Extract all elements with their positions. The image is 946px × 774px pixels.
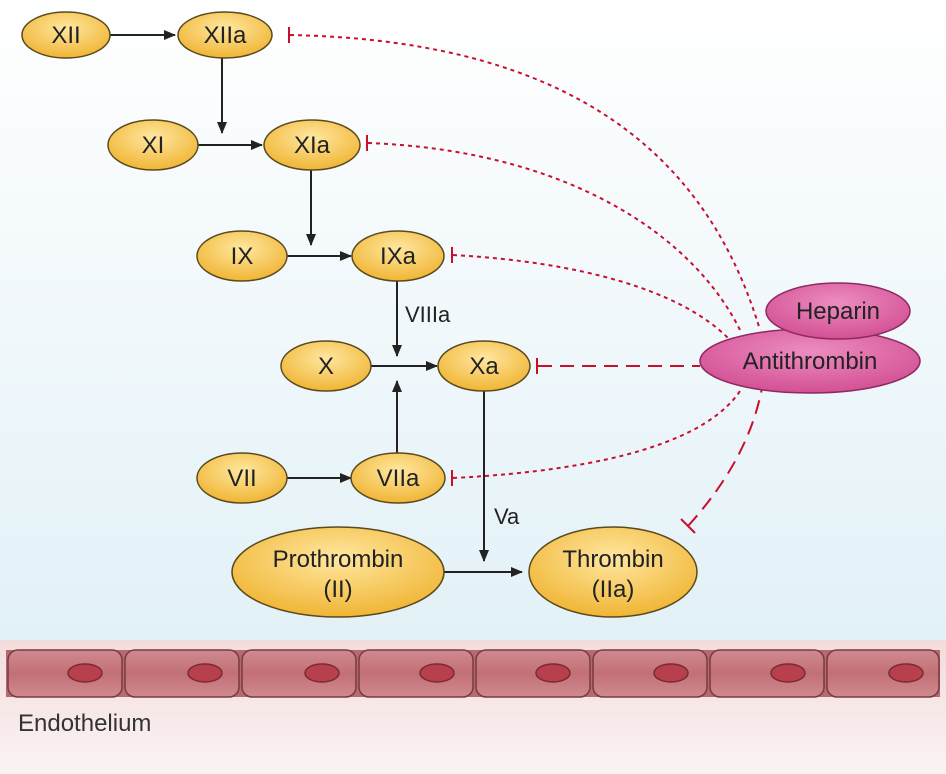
inhibition-lines (288, 27, 763, 534)
cell-nucleus (653, 663, 689, 683)
inhibit-viia-line (452, 387, 743, 479)
factor-xi-node (107, 119, 199, 171)
factor-xia-node (263, 119, 361, 171)
endothelial-cell (592, 649, 708, 698)
endothelial-cell (124, 649, 240, 698)
factor-viia-label: VIIa (377, 465, 420, 492)
endothelial-cell (241, 649, 357, 698)
thrombin-node (528, 526, 698, 618)
factor-xa-node (437, 340, 531, 392)
endothelial-cell (709, 649, 825, 698)
cell-nucleus (67, 663, 103, 683)
va-cofactor-label: Va (494, 504, 520, 529)
factor-xia-label: XIa (294, 132, 331, 159)
endothelium-label: Endothelium (18, 710, 151, 737)
antithrombin-label: Antithrombin (743, 348, 878, 375)
endothelial-cells (7, 649, 940, 698)
inhibit-xia-line (367, 142, 741, 331)
factor-x-node (280, 340, 372, 392)
factor-labels: XII XIIa XI XIa IX IXa X Xa VII VIIa Pro… (51, 22, 663, 603)
inhibit-thrombin-bar (680, 518, 696, 534)
inhibit-xiia-line (289, 34, 761, 331)
factor-xi-label: XI (142, 132, 165, 159)
factor-vii-label: VII (227, 465, 256, 492)
factor-xii-label: XII (51, 22, 80, 49)
endothelium-layer (6, 649, 940, 698)
activation-arrows (110, 30, 523, 577)
cell-nuclei (67, 663, 924, 683)
endothelial-cell (826, 649, 940, 698)
factor-xa-label: Xa (469, 353, 499, 380)
factor-x-label: X (318, 353, 334, 380)
factor-ix-node (196, 230, 288, 282)
factor-xiia-node (177, 11, 273, 59)
viiia-cofactor-label: VIIIa (405, 302, 451, 327)
factor-xii-node (21, 11, 111, 59)
inhibit-ixa-line (452, 254, 729, 339)
heparin-ellipse (765, 282, 911, 340)
thrombin-label: Thrombin (562, 546, 663, 573)
cell-nucleus (770, 663, 806, 683)
prothrombin-label: Prothrombin (273, 546, 404, 573)
endothelial-cell (7, 649, 123, 698)
prothrombin-node (231, 526, 445, 618)
thrombin-subtitle: (IIa) (592, 576, 635, 603)
factor-xiia-label: XIIa (204, 22, 247, 49)
endothelial-cell (475, 649, 591, 698)
factor-ixa-label: IXa (380, 243, 417, 270)
cell-nucleus (535, 663, 571, 683)
cell-nucleus (304, 663, 340, 683)
cell-nucleus (888, 663, 924, 683)
factor-vii-node (196, 452, 288, 504)
prothrombin-subtitle: (II) (323, 576, 352, 603)
factor-ix-label: IX (231, 243, 254, 270)
endothelial-cell (358, 649, 474, 698)
factor-ixa-node (351, 230, 445, 282)
heparin-label: Heparin (796, 298, 880, 325)
cell-nucleus (187, 663, 223, 683)
inhibit-thrombin-line (687, 387, 763, 527)
inhibitor-complex: Heparin Antithrombin (699, 282, 921, 394)
cell-nucleus (419, 663, 455, 683)
factor-viia-node (350, 452, 446, 504)
factor-nodes (21, 11, 698, 618)
